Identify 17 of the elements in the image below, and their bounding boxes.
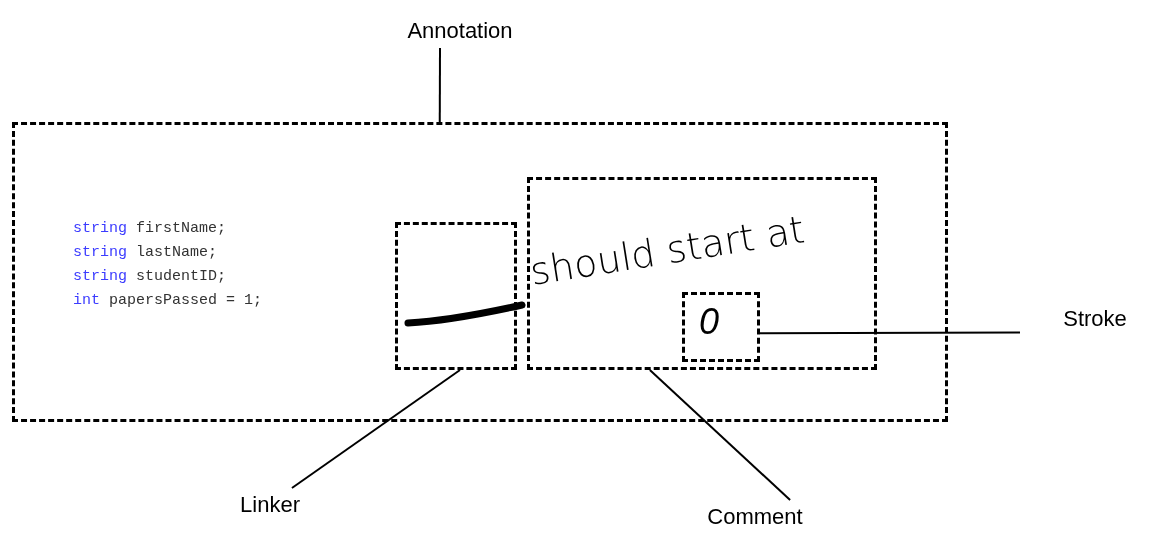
code-line: int papersPassed = 1; <box>73 291 263 311</box>
leader-line <box>438 47 441 123</box>
dashed-box <box>527 177 877 370</box>
code-line: string firstName; <box>73 219 228 239</box>
leader-line <box>648 369 792 501</box>
callout-label: Linker <box>240 492 300 518</box>
callout-label: Annotation <box>407 18 513 44</box>
callout-label: Stroke <box>1063 306 1127 332</box>
leader-line <box>759 331 1021 335</box>
code-line: string studentID; <box>73 267 228 287</box>
callout-label: Comment <box>707 504 803 530</box>
leader-line <box>290 369 462 489</box>
dashed-box <box>12 122 948 422</box>
dashed-box <box>682 292 760 362</box>
handwritten-text: should start at <box>527 207 808 294</box>
handwritten-text: 0 <box>699 301 720 343</box>
code-line: string lastName; <box>73 243 219 263</box>
